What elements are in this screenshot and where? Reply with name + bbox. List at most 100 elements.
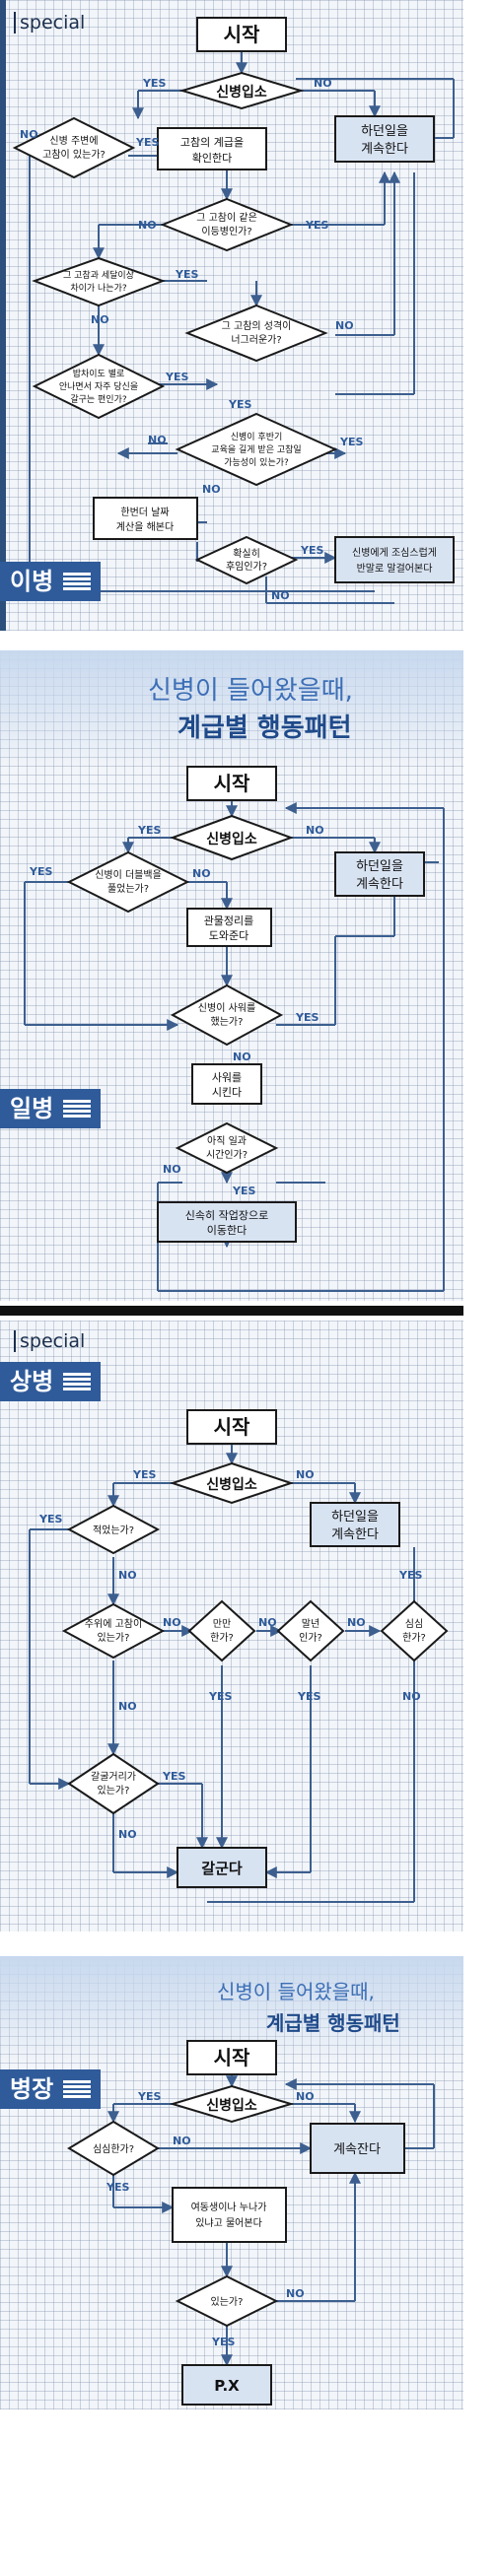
svg-text:너그러운가?: 너그러운가? bbox=[231, 334, 281, 346]
panel-corporal: special 시작 bbox=[0, 1321, 463, 1932]
svg-text:NO: NO bbox=[347, 1616, 366, 1629]
node-px: P.X bbox=[181, 2364, 272, 2406]
svg-text:신병입소: 신병입소 bbox=[206, 831, 257, 847]
node-galgunda: 갈군다 bbox=[177, 1847, 267, 1888]
panel-spine bbox=[0, 0, 6, 631]
node-age-gap: 그 고참과 세달이상 차이가 나는가? bbox=[32, 256, 166, 307]
banner-line2: 계급별 행동패턴 bbox=[266, 2011, 400, 2035]
svg-text:차이가 나는가?: 차이가 나는가? bbox=[70, 282, 127, 294]
svg-text:NO: NO bbox=[202, 483, 221, 496]
svg-text:풀었는가?: 풀었는가? bbox=[107, 883, 149, 895]
node-start: 시작 bbox=[186, 1409, 277, 1445]
svg-text:NO: NO bbox=[192, 867, 211, 880]
svg-text:안나면서 자주 당신을: 안나면서 자주 당신을 bbox=[59, 381, 138, 392]
svg-text:하던일을: 하던일을 bbox=[361, 124, 408, 139]
svg-text:계속한다: 계속한다 bbox=[331, 1527, 379, 1542]
svg-text:NO: NO bbox=[91, 313, 109, 326]
svg-text:YES: YES bbox=[228, 398, 251, 411]
svg-text:확인한다: 확인한다 bbox=[192, 152, 232, 165]
node-help-tidy: 관물정리를 도와준다 bbox=[186, 908, 272, 947]
svg-text:가능성이 있는가?: 가능성이 있는가? bbox=[224, 456, 289, 468]
svg-text:사워를: 사워를 bbox=[212, 1071, 242, 1084]
panel-private: special bbox=[0, 0, 463, 631]
svg-text:신병입소: 신병입소 bbox=[206, 2097, 257, 2114]
rank-label-pfc: 일병 bbox=[0, 1089, 102, 1128]
svg-text:아직 일과: 아직 일과 bbox=[207, 1135, 247, 1147]
svg-text:시작: 시작 bbox=[214, 772, 250, 795]
node-start: 시작 bbox=[196, 17, 287, 52]
svg-text:NO: NO bbox=[138, 219, 157, 232]
node-entry: 신병입소 bbox=[170, 814, 294, 861]
svg-text:교육을 길게 받은 고참일: 교육을 길게 받은 고참일 bbox=[211, 444, 301, 455]
svg-text:심심한가?: 심심한가? bbox=[93, 2143, 134, 2155]
rank-label-sergeant: 병장 bbox=[0, 2069, 102, 2109]
node-keep-working: 하던일을 계속한다 bbox=[334, 851, 425, 897]
svg-text:후임인가?: 후임인가? bbox=[226, 560, 267, 573]
node-gripe: 갈굴거리가 있는가? bbox=[67, 1752, 160, 1815]
svg-text:YES: YES bbox=[106, 2181, 129, 2194]
node-talk-informal: 신병에게 조심스럽게 반말로 말걸어본다 bbox=[334, 536, 455, 583]
menu-lines-icon bbox=[63, 2079, 92, 2099]
svg-text:YES: YES bbox=[300, 544, 323, 557]
svg-text:YES: YES bbox=[132, 1468, 156, 1481]
svg-text:반말로 말걸어본다: 반말로 말걸어본다 bbox=[357, 562, 433, 575]
svg-text:여동생이나 누나가: 여동생이나 누나가 bbox=[191, 2202, 267, 2213]
node-just-now: 적었는가? bbox=[66, 1504, 161, 1555]
node-bored: 심심 한가? bbox=[380, 1599, 449, 1662]
svg-text:했는가?: 했는가? bbox=[211, 1015, 244, 1028]
header-banner bbox=[0, 650, 463, 769]
svg-text:그 고참이 같은: 그 고참이 같은 bbox=[196, 212, 257, 224]
svg-text:계속한다: 계속한다 bbox=[356, 877, 403, 892]
svg-text:말년: 말년 bbox=[302, 1618, 319, 1630]
menu-lines-icon bbox=[63, 572, 92, 591]
flowchart-private: 시작 신병입소 하던일을 계속한다 신병 주변에 고참이 있는가? 고참의 계급… bbox=[12, 17, 455, 604]
svg-text:이등병인가?: 이등병인가? bbox=[201, 226, 251, 237]
svg-text:계산을 해본다: 계산을 해본다 bbox=[116, 520, 174, 533]
divider-band bbox=[0, 1306, 463, 1316]
svg-text:YES: YES bbox=[339, 436, 363, 448]
node-sure-junior: 확실히 후임인가? bbox=[194, 535, 299, 585]
start-text: 시작 bbox=[224, 23, 260, 46]
svg-text:NO: NO bbox=[306, 824, 324, 837]
svg-text:인가?: 인가? bbox=[299, 1632, 322, 1644]
banner-line1: 신병이 들어왔을때, bbox=[217, 1980, 375, 2003]
svg-text:시작: 시작 bbox=[214, 2046, 250, 2069]
svg-text:NO: NO bbox=[118, 1569, 137, 1582]
svg-text:YES: YES bbox=[211, 2336, 235, 2348]
node-start: 시작 bbox=[186, 766, 277, 801]
svg-text:YES: YES bbox=[162, 1770, 185, 1783]
svg-text:주위에 고참이: 주위에 고참이 bbox=[85, 1617, 142, 1630]
node-same-track: 그 고참이 같은 이등병인가? bbox=[160, 197, 294, 252]
svg-text:심심: 심심 bbox=[405, 1618, 423, 1630]
svg-text:있는가?: 있는가? bbox=[98, 1785, 130, 1796]
svg-text:있냐고 물어본다: 있냐고 물어본다 bbox=[195, 2217, 262, 2229]
svg-text:NO: NO bbox=[20, 128, 38, 141]
flowchart-pfc: 시작 신병입소 하던일을 계속한다 신병이 더블백을 풀었는가? 관물정리를 도… bbox=[24, 766, 445, 1292]
svg-text:YES: YES bbox=[398, 1569, 422, 1582]
svg-text:NO: NO bbox=[335, 319, 354, 332]
svg-text:NO: NO bbox=[163, 1163, 181, 1176]
svg-text:계속잔다: 계속잔다 bbox=[333, 2142, 381, 2157]
node-start: 시작 bbox=[186, 2040, 277, 2075]
svg-text:NO: NO bbox=[402, 1690, 421, 1703]
svg-text:YES: YES bbox=[29, 865, 52, 878]
node-check-rank: 고참의 계급을 확인한다 bbox=[157, 127, 267, 170]
node-yearly: 말년 인가? bbox=[276, 1599, 345, 1662]
svg-text:고참의 계급을: 고참의 계급을 bbox=[180, 136, 244, 149]
svg-text:시킨다: 시킨다 bbox=[212, 1086, 242, 1099]
svg-text:시간인가?: 시간인가? bbox=[206, 1149, 248, 1161]
flowchart-sergeant: 시작 신병입소 심심한가? 계속잔다 여동생이나 누나가 있냐고 물어본다 있는… bbox=[67, 2040, 435, 2406]
node-manman: 만만 한가? bbox=[187, 1599, 256, 1662]
svg-text:NO: NO bbox=[296, 1468, 315, 1481]
banner-line1: 신병이 들어왔을때, bbox=[148, 676, 353, 706]
node-shower: 신병이 사워를 했는가? bbox=[170, 983, 284, 1047]
special-label: special bbox=[14, 1330, 85, 1352]
svg-text:YES: YES bbox=[137, 2090, 161, 2103]
svg-text:밥차이도 별로: 밥차이도 별로 bbox=[73, 368, 125, 379]
svg-text:YES: YES bbox=[295, 1011, 319, 1024]
node-keep-sleep: 계속잔다 bbox=[310, 2123, 405, 2174]
svg-text:NO: NO bbox=[314, 77, 332, 90]
node-meal: 밥차이도 별로 안나면서 자주 당신을 갈구는 편인가? bbox=[32, 353, 166, 420]
svg-text:도와준다: 도와준다 bbox=[209, 929, 248, 942]
svg-text:신병이 사워를: 신병이 사워를 bbox=[198, 1001, 255, 1014]
